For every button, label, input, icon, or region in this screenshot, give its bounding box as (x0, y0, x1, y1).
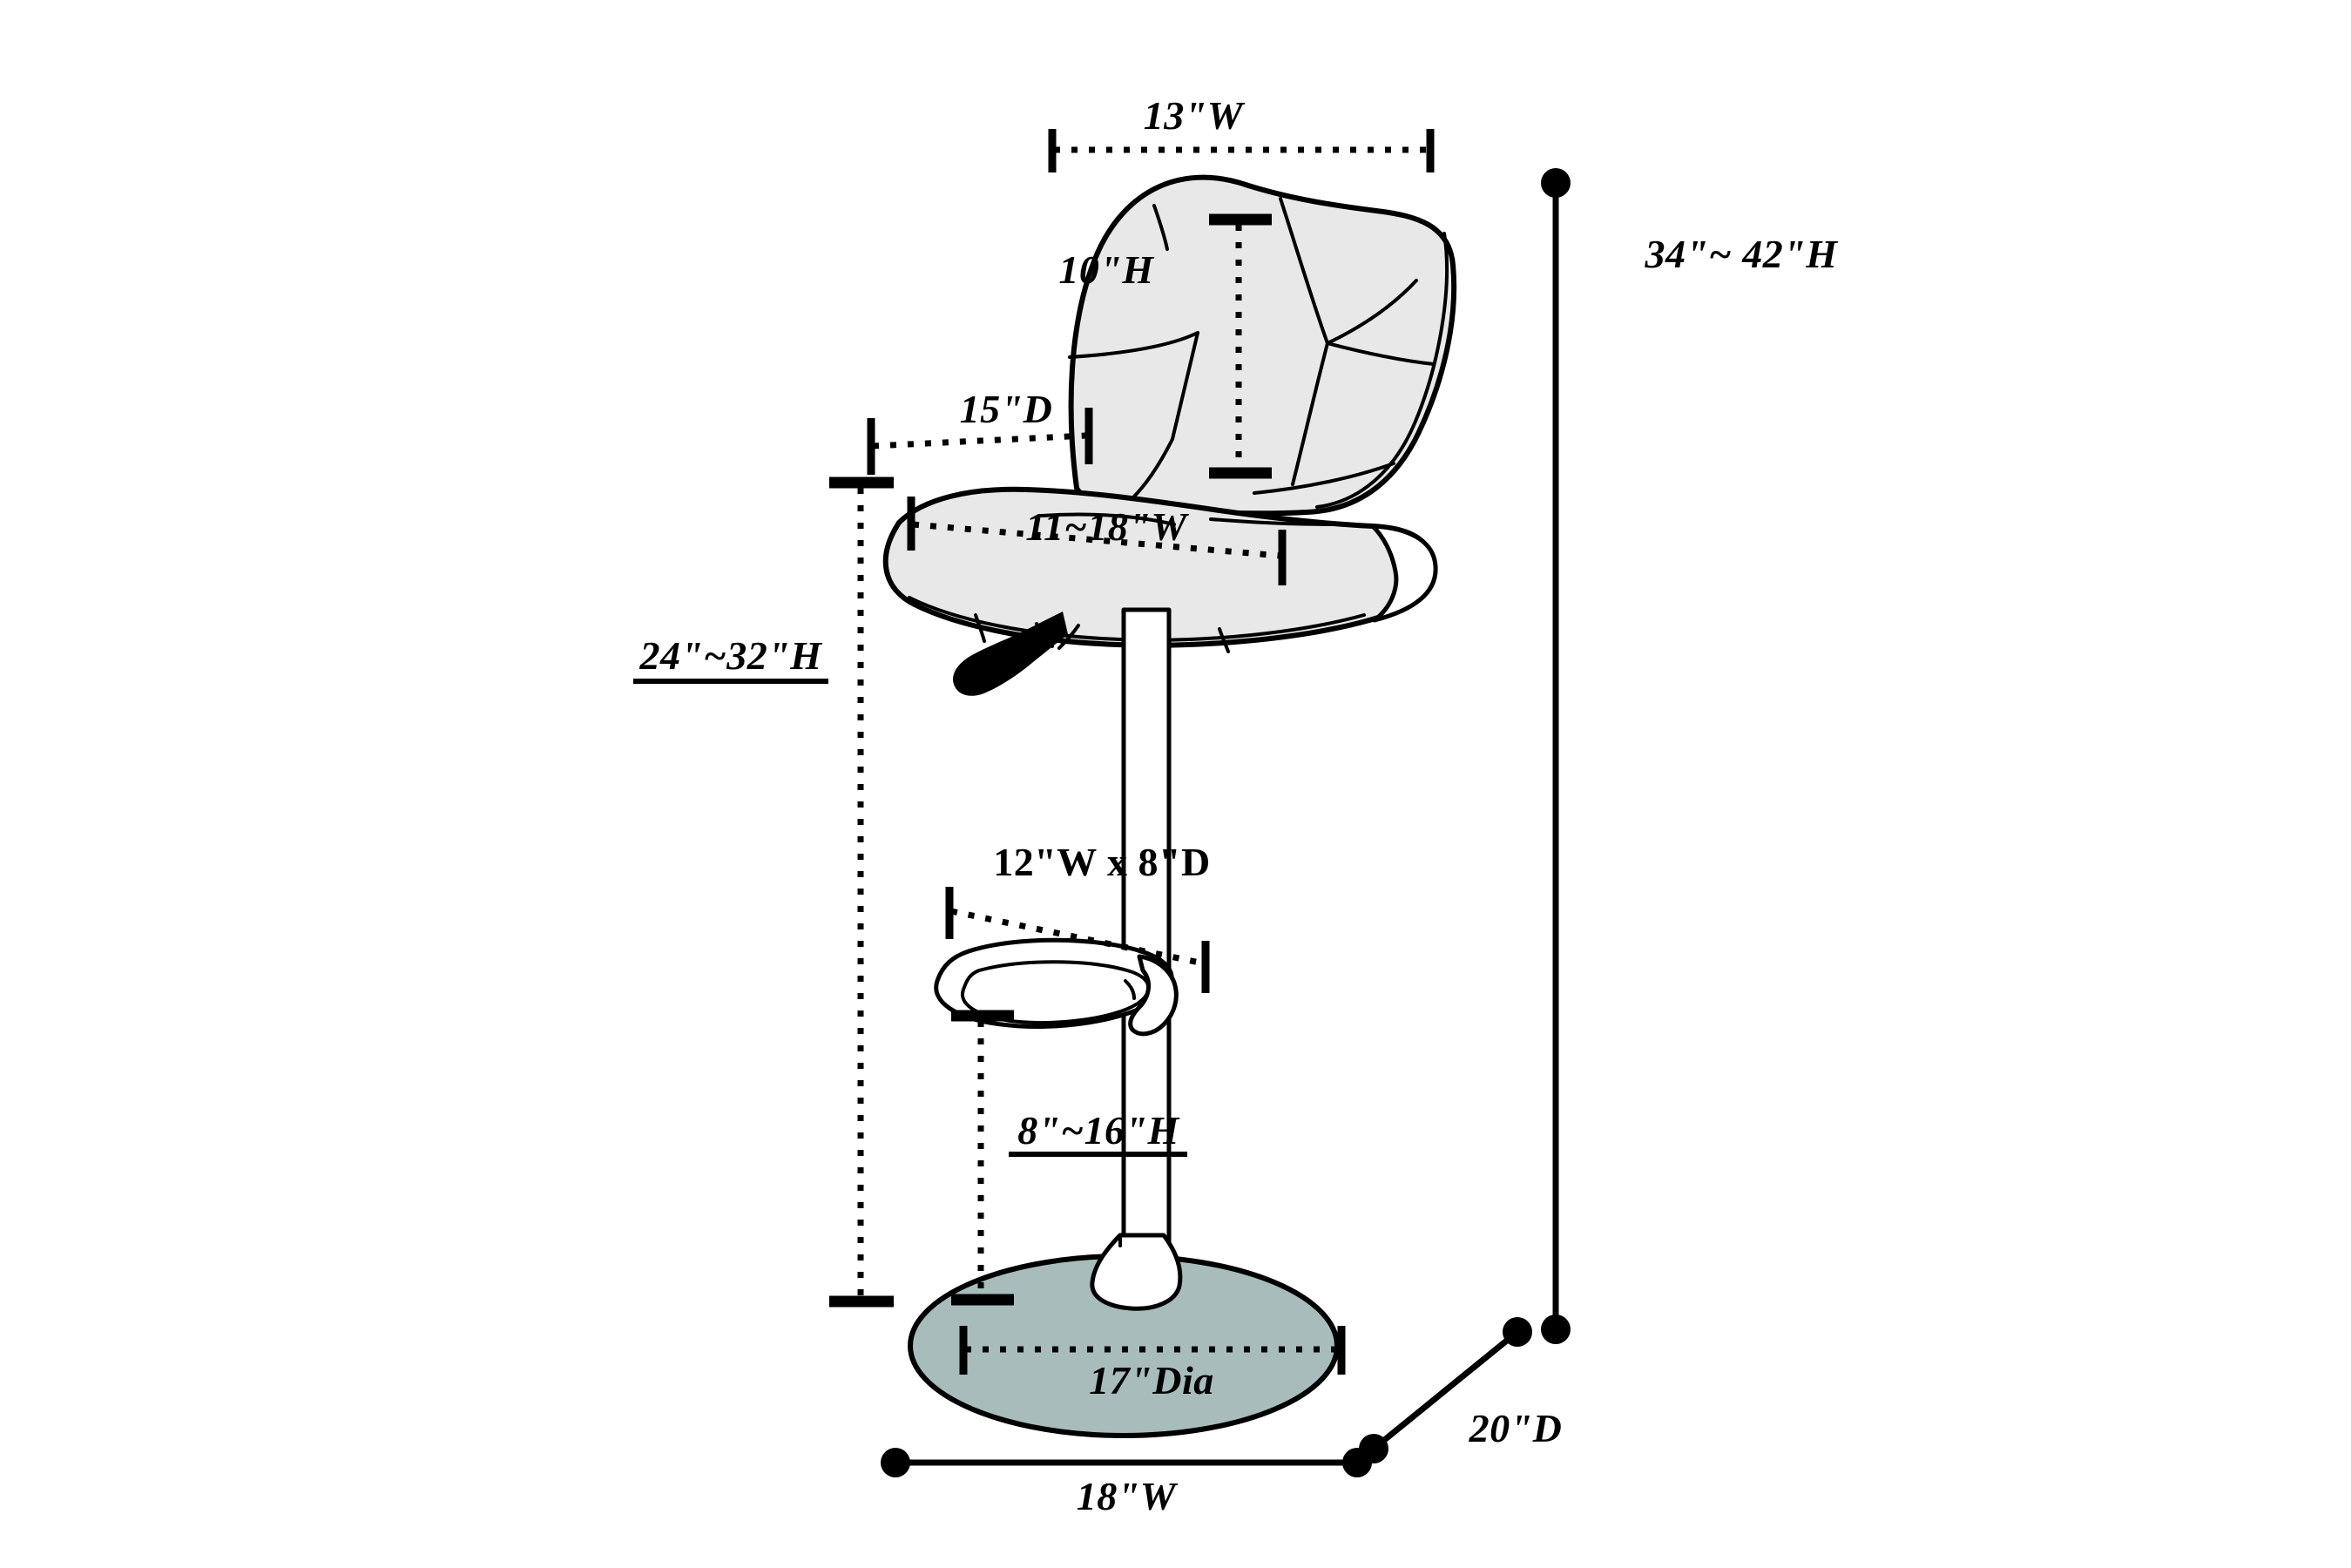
label-footrest-size: 12"W x 8"D (993, 840, 1210, 884)
height-adjust-lever (953, 612, 1068, 696)
label-seat-width: 11~18"W (1025, 504, 1189, 549)
dimension-footrest-height (951, 1010, 1014, 1306)
dimension-seat-width (907, 497, 1287, 585)
label-backrest-width: 13"W (1144, 93, 1246, 138)
dimension-seat-depth (867, 408, 1093, 475)
dimension-base-diameter (959, 1326, 1346, 1375)
seat-cushion (882, 486, 1438, 653)
dimension-backrest-height (1209, 213, 1272, 479)
label-base-diameter: 17"Dia (1089, 1358, 1214, 1402)
dimension-backrest-width (1048, 129, 1435, 172)
label-backrest-height: 10"H (1058, 247, 1154, 292)
round-base-plate (908, 1233, 1340, 1438)
label-seat-depth: 15"D (960, 387, 1053, 431)
label-footrest-height: 8"~16"H (1017, 1108, 1179, 1152)
dimension-footrest-size (945, 887, 1210, 993)
dimension-seat-height (829, 476, 894, 1308)
dimension-overall-width (881, 1448, 1372, 1477)
dimension-overall-height (1541, 168, 1571, 1344)
label-overall-width: 18"W (1077, 1474, 1179, 1518)
backrest-cushion (1068, 174, 1457, 517)
label-overall-height: 34"~ 42"H (1644, 232, 1838, 276)
label-overall-depth: 20"D (1469, 1406, 1563, 1450)
label-seat-height: 24"~32"H (638, 633, 822, 678)
